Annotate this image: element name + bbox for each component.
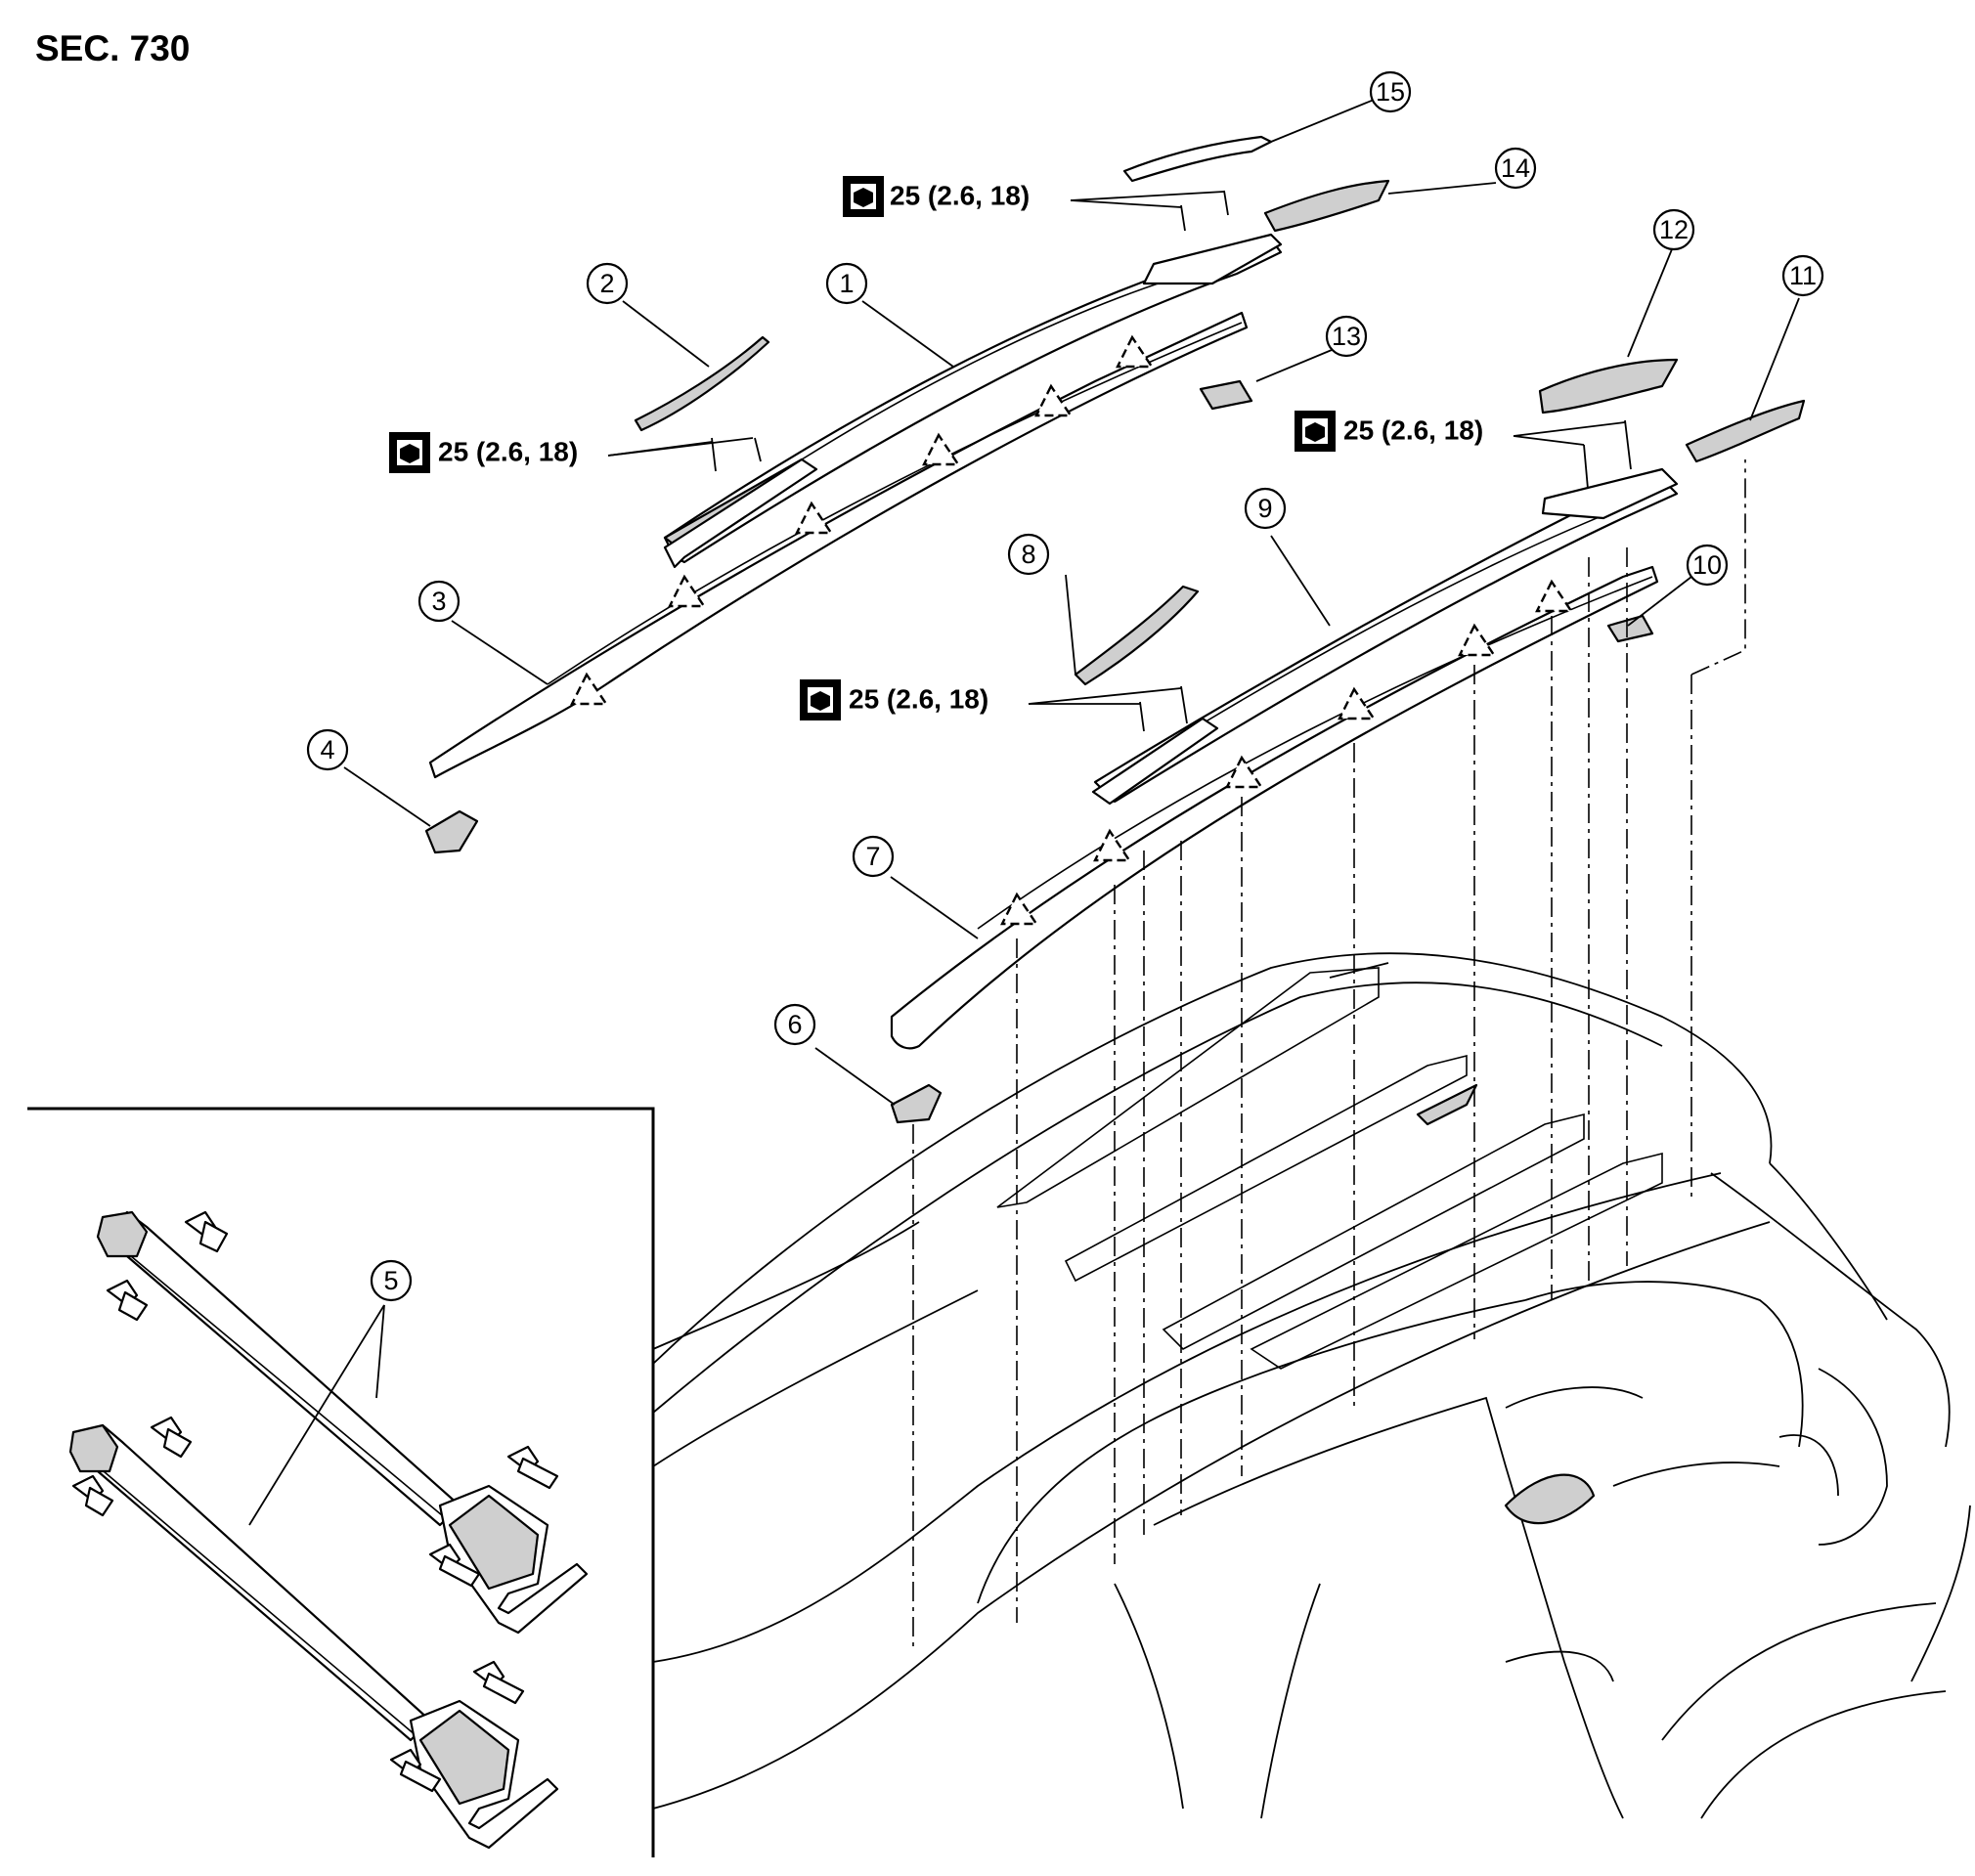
svg-text:11: 11 <box>1789 261 1817 290</box>
callout-14: 14 <box>1494 147 1537 190</box>
clip-10 <box>1606 614 1654 643</box>
svg-text:3: 3 <box>431 587 446 616</box>
callout-3: 3 <box>417 580 461 623</box>
inset-frame <box>27 1107 655 1857</box>
svg-text:12: 12 <box>1659 215 1689 244</box>
roof-rail-rh <box>1093 477 1679 804</box>
finisher-rh <box>890 565 1659 1050</box>
torque-label-1: 25 (2.6, 18) <box>843 176 1030 217</box>
callout-10: 10 <box>1686 544 1729 587</box>
svg-text:1: 1 <box>839 269 854 298</box>
vehicle-roof <box>652 952 1971 1819</box>
end-cap-4 <box>424 809 479 854</box>
cover-12 <box>1538 358 1679 414</box>
svg-text:25 (2.6, 18): 25 (2.6, 18) <box>890 181 1030 211</box>
svg-text:8: 8 <box>1021 540 1035 569</box>
callout-15: 15 <box>1369 70 1412 113</box>
callout-6: 6 <box>773 1003 816 1046</box>
callout-12: 12 <box>1652 208 1695 251</box>
cross-bar-set <box>68 1210 589 1850</box>
cover-8 <box>1074 585 1200 686</box>
leader-lines <box>248 97 1800 1526</box>
svg-text:13: 13 <box>1332 322 1361 351</box>
end-cap-6 <box>890 1083 943 1124</box>
callout-11: 11 <box>1781 254 1824 297</box>
svg-text:15: 15 <box>1376 77 1405 107</box>
callout-7: 7 <box>852 835 895 878</box>
svg-text:6: 6 <box>787 1010 802 1039</box>
svg-text:25 (2.6, 18): 25 (2.6, 18) <box>849 684 988 715</box>
torque-label-4: 25 (2.6, 18) <box>800 679 988 720</box>
svg-text:14: 14 <box>1501 153 1530 183</box>
callout-2: 2 <box>586 262 629 305</box>
svg-text:7: 7 <box>865 842 880 871</box>
svg-text:4: 4 <box>320 735 334 764</box>
clip-13 <box>1199 379 1253 411</box>
callout-4: 4 <box>306 728 349 771</box>
end-cover-14 <box>1263 179 1390 233</box>
callout-5: 5 <box>370 1259 413 1302</box>
callouts: 1 2 3 4 5 6 7 8 9 10 11 12 13 14 15 <box>306 70 1824 1302</box>
svg-text:2: 2 <box>599 269 614 298</box>
cover-2 <box>634 335 770 432</box>
svg-text:10: 10 <box>1692 550 1722 580</box>
svg-text:25 (2.6, 18): 25 (2.6, 18) <box>1343 415 1483 446</box>
svg-text:9: 9 <box>1257 494 1272 523</box>
roof-rail-lh <box>663 238 1283 564</box>
torque-label-3: 25 (2.6, 18) <box>1295 411 1483 452</box>
cover-15 <box>1122 135 1273 183</box>
callout-13: 13 <box>1325 315 1368 358</box>
assembly-lines <box>912 459 1746 1652</box>
svg-text:5: 5 <box>383 1266 398 1295</box>
clip-markers <box>570 334 1574 926</box>
callout-1: 1 <box>825 262 868 305</box>
section-title: SEC. 730 <box>35 28 190 68</box>
end-cover-11 <box>1685 399 1806 463</box>
torque-label-2: 25 (2.6, 18) <box>389 432 578 473</box>
callout-9: 9 <box>1244 487 1287 530</box>
callout-8: 8 <box>1007 533 1050 576</box>
svg-text:25 (2.6, 18): 25 (2.6, 18) <box>438 437 578 467</box>
